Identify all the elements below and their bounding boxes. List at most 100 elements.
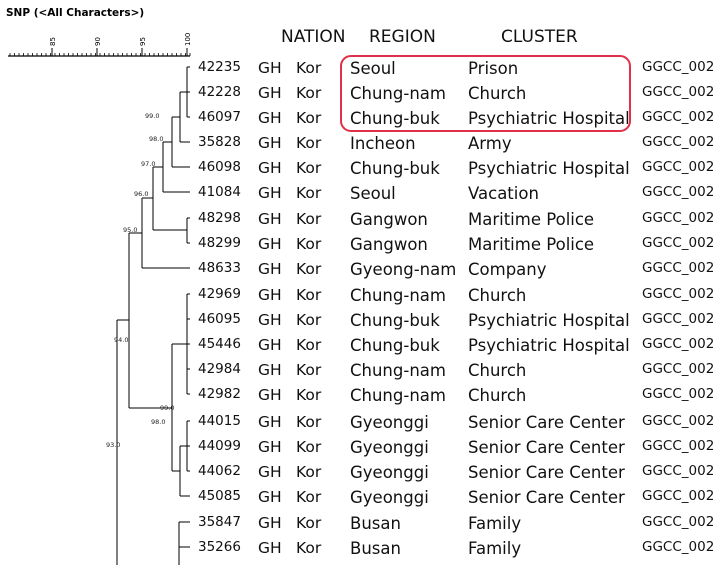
country-code: Kor: [296, 311, 322, 329]
region-name: Chung-nam: [350, 361, 446, 380]
nation-code: GH: [258, 286, 282, 304]
nation-code: GH: [258, 84, 282, 102]
ggcc-code: GGCC_002: [642, 286, 715, 302]
region-name: Chung-nam: [350, 84, 446, 103]
region-name: Gyeonggi: [350, 463, 429, 482]
header-region: REGION: [369, 27, 436, 47]
region-name: Gangwon: [350, 210, 428, 229]
nation-code: GH: [258, 159, 282, 177]
region-name: Busan: [350, 514, 401, 533]
cluster-name: Senior Care Center: [468, 413, 625, 432]
dendrogram: 99.098.097.096.095.094.099.098.093.0: [106, 66, 190, 565]
ggcc-code: GGCC_002: [642, 184, 715, 200]
isolate-id: 42984: [198, 361, 241, 377]
isolate-id: 45085: [198, 488, 241, 504]
header-cluster: CLUSTER: [501, 27, 578, 47]
isolate-id: 48299: [198, 235, 241, 251]
country-code: Kor: [296, 463, 322, 481]
nation-code: GH: [258, 539, 282, 557]
country-code: Kor: [296, 514, 322, 532]
isolate-id: 42969: [198, 286, 241, 302]
isolate-id: 46097: [198, 109, 241, 125]
nation-code: GH: [258, 361, 282, 379]
country-code: Kor: [296, 184, 322, 202]
outbreak-highlight-box: [340, 55, 631, 132]
ggcc-code: GGCC_002: [642, 336, 715, 352]
cluster-name: Maritime Police: [468, 210, 595, 229]
nation-code: GH: [258, 336, 282, 354]
isolate-id: 46098: [198, 159, 241, 175]
cluster-name: Family: [468, 514, 522, 533]
cluster-name: Army: [468, 134, 512, 153]
scale-tick-label: 100: [184, 33, 192, 46]
country-code: Kor: [296, 413, 322, 431]
country-code: Kor: [296, 488, 322, 506]
region-name: Gyeonggi: [350, 488, 429, 507]
isolate-id: 42228: [198, 84, 241, 100]
country-code: Kor: [296, 159, 322, 177]
isolate-id: 35266: [198, 539, 241, 555]
country-code: Kor: [296, 210, 322, 228]
region-name: Incheon: [350, 134, 416, 153]
cluster-name: Church: [468, 84, 527, 103]
ggcc-code: GGCC_002: [642, 463, 715, 479]
region-name: Chung-buk: [350, 311, 440, 330]
ggcc-code: GGCC_002: [642, 361, 715, 377]
region-name: Chung-nam: [350, 286, 446, 305]
country-code: Kor: [296, 84, 322, 102]
nation-code: GH: [258, 311, 282, 329]
node-support-label: 99.0: [160, 404, 174, 412]
cluster-name: Vacation: [468, 184, 539, 203]
chart-title: SNP (<All Characters>): [6, 7, 145, 19]
ggcc-code: GGCC_002: [642, 438, 715, 454]
node-support-label: 93.0: [106, 441, 120, 449]
cluster-name: Senior Care Center: [468, 463, 625, 482]
country-code: Kor: [296, 286, 322, 304]
node-support-label: 99.0: [145, 112, 159, 120]
cluster-name: Maritime Police: [468, 235, 595, 254]
region-name: Chung-buk: [350, 336, 440, 355]
isolate-id: 48298: [198, 210, 241, 226]
isolate-id: 41084: [198, 184, 241, 200]
isolate-id: 35847: [198, 514, 241, 530]
region-name: Gyeonggi: [350, 438, 429, 457]
cluster-name: Company: [468, 260, 547, 279]
nation-code: GH: [258, 488, 282, 506]
cluster-name: Family: [468, 539, 522, 558]
country-code: Kor: [296, 134, 322, 152]
cluster-name: Church: [468, 386, 527, 405]
nation-code: GH: [258, 109, 282, 127]
ggcc-code: GGCC_002: [642, 159, 715, 175]
node-support-label: 96.0: [134, 190, 148, 198]
ggcc-code: GGCC_002: [642, 539, 715, 555]
country-code: Kor: [296, 438, 322, 456]
node-support-label: 95.0: [123, 226, 137, 234]
scale-tick-label: 85: [49, 37, 57, 46]
country-code: Kor: [296, 336, 322, 354]
isolate-id: 42235: [198, 59, 241, 75]
nation-code: GH: [258, 413, 282, 431]
ggcc-code: GGCC_002: [642, 514, 715, 530]
cluster-name: Psychiatric Hospital: [468, 336, 630, 355]
region-name: Chung-nam: [350, 386, 446, 405]
isolate-id: 48633: [198, 260, 241, 276]
country-code: Kor: [296, 539, 322, 557]
cluster-name: Psychiatric Hospital: [468, 109, 630, 128]
nation-code: GH: [258, 463, 282, 481]
cluster-name: Senior Care Center: [468, 438, 625, 457]
nation-code: GH: [258, 134, 282, 152]
isolate-id: 44015: [198, 413, 241, 429]
